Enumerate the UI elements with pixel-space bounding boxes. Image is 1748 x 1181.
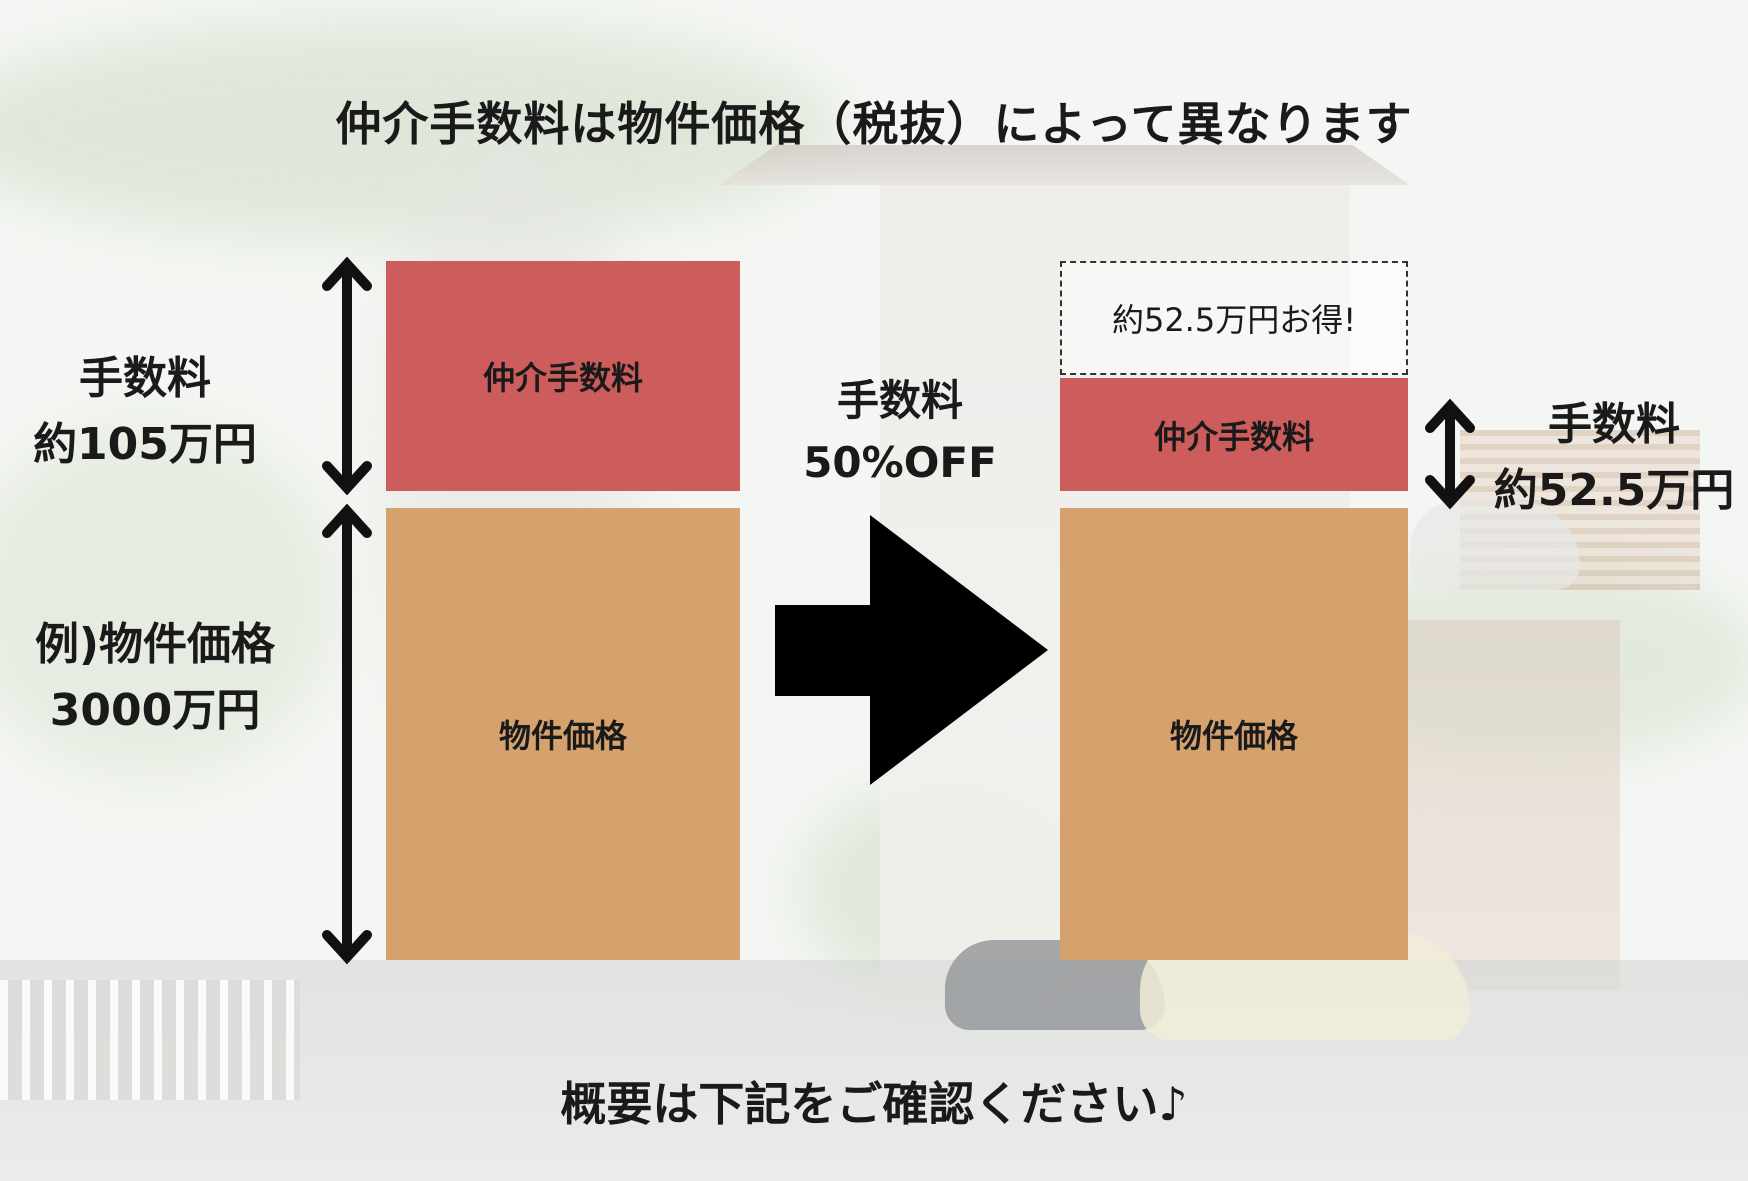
left-price-label-line1: 例)物件価格 (34, 619, 276, 670)
price-bar-right-label: 物件価格 (1169, 717, 1298, 755)
foliage-top-left (0, 20, 840, 240)
right-fee-label: 手数料 約52.5万円 (1480, 392, 1748, 524)
left-price-label-line2: 3000万円 (49, 685, 261, 736)
double-arrow-icon (1425, 398, 1475, 510)
white-fence (0, 980, 300, 1100)
double-arrow-icon (322, 503, 372, 965)
double-arrow-icon (322, 256, 372, 496)
price-bar-left-label: 物件価格 (498, 717, 627, 755)
house-roof (718, 145, 1410, 185)
right-fee-label-line2: 約52.5万円 (1493, 465, 1735, 516)
right-arrow-icon (775, 515, 1048, 785)
fee-bar-left: 仲介手数料 (386, 261, 740, 491)
left-fee-label-line2: 約105万円 (33, 419, 257, 470)
savings-label: 約52.5万円お得! (1111, 301, 1357, 339)
fee-bar-left-label: 仲介手数料 (482, 359, 643, 397)
fee-bar-right-label: 仲介手数料 (1153, 417, 1314, 456)
foliage-left (0, 420, 340, 780)
discount-label-line1: 手数料 (836, 376, 963, 425)
discount-label-line2: 50%OFF (803, 438, 997, 487)
price-bar-right: 物件価格 (1060, 508, 1408, 960)
page-title: 仲介手数料は物件価格（税抜）によって異なります (335, 97, 1413, 151)
left-fee-label: 手数料 約105万円 (0, 346, 290, 478)
fee-bar-right: 仲介手数料 (1060, 378, 1408, 491)
savings-box: 約52.5万円お得! (1060, 261, 1408, 375)
silver-car (1410, 500, 1580, 590)
price-bar-left: 物件価格 (386, 508, 740, 960)
left-price-label: 例)物件価格 3000万円 (0, 612, 310, 744)
right-fee-label-line1: 手数料 (1548, 399, 1680, 450)
discount-label: 手数料 50%OFF (780, 370, 1020, 494)
left-fee-label-line1: 手数料 (79, 353, 211, 404)
footer-note: 概要は下記をご確認ください♪ (560, 1077, 1188, 1131)
